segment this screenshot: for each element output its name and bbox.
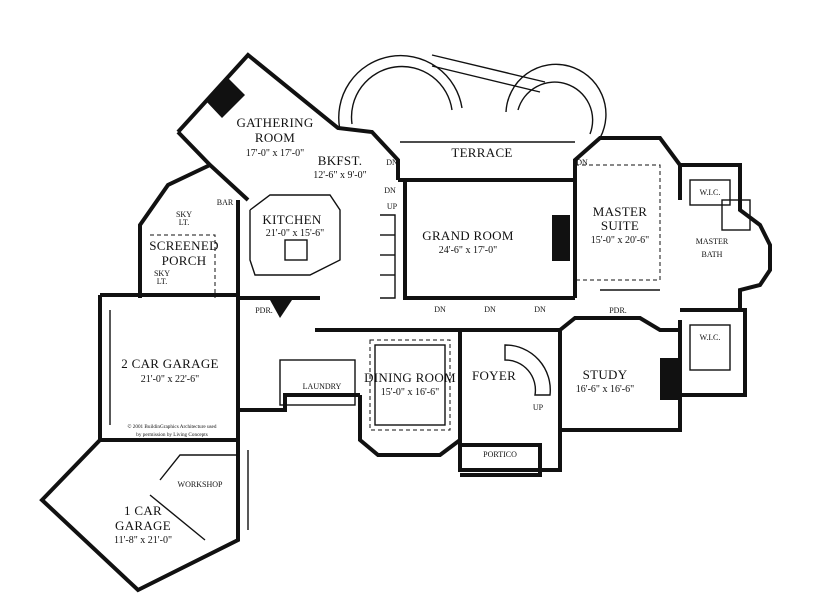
two-car-garage-size: 21'-0" x 22'-6" — [141, 374, 199, 385]
dn-marker: DN — [484, 305, 496, 314]
grand-room-label: GRAND ROOM — [422, 228, 514, 243]
interior-details — [109, 164, 751, 541]
pdr-fixture — [270, 300, 292, 318]
gathering-room-label: GATHERING — [236, 115, 313, 130]
screened-porch-label-line2: PORCH — [162, 253, 207, 268]
dn-marker: DN — [434, 305, 446, 314]
grand-room-fireplace — [552, 215, 570, 261]
dining-room-label: DINING ROOM — [364, 370, 456, 385]
pdr-right-label: PDR. — [609, 306, 627, 315]
terrace-label: TERRACE — [451, 145, 512, 160]
study-size: 16'-6" x 16'-6" — [576, 384, 634, 395]
gathering-room-size: 17'-0" x 17'-0" — [246, 148, 304, 159]
gathering-room-label-line2: ROOM — [255, 130, 295, 145]
dn-marker: DN — [386, 158, 398, 167]
bkfst-label: BKFST. — [318, 153, 363, 168]
one-car-garage-label-line2: GARAGE — [115, 518, 171, 533]
up-marker: UP — [387, 202, 398, 211]
study-fireplace — [660, 358, 678, 400]
copyright-line2: by permission by Living Concepts — [136, 432, 207, 438]
two-car-garage-label: 2 CAR GARAGE — [121, 356, 219, 371]
foyer-label: FOYER — [472, 368, 516, 383]
portico-label: PORTICO — [483, 450, 517, 459]
screened-porch-label: SCREENED — [149, 238, 219, 253]
pdr-left-label: PDR. — [255, 306, 273, 315]
sky-lt-2-label-line2: LT. — [157, 277, 167, 286]
laundry-label: LAUNDRY — [303, 382, 342, 391]
one-car-garage-label: 1 CAR — [124, 503, 162, 518]
sky-lt-2-label: SKY — [154, 269, 170, 278]
master-suite-size: 15'-0" x 20'-6" — [591, 235, 649, 246]
room-labels: GATHERING ROOM 17'-0" x 17'-0" BKFST. 12… — [114, 115, 729, 546]
dn-marker: DN — [576, 158, 588, 167]
dn-marker: DN — [384, 186, 396, 195]
sky-lt-1-label: SKY — [176, 210, 192, 219]
fireplaces — [205, 78, 678, 400]
terrace-arcs — [338, 54, 607, 143]
gathering-fireplace — [205, 78, 245, 118]
master-bath-label: MASTER — [696, 237, 729, 246]
dining-room-size: 15'-0" x 16'-6" — [381, 387, 439, 398]
master-bath-label-line2: BATH — [702, 250, 723, 259]
exterior-walls — [39, 52, 772, 593]
bkfst-size: 12'-6" x 9'-0" — [313, 170, 366, 181]
master-suite-label: MASTER — [593, 204, 648, 219]
stair-markers: DN DN UP DN DN DN DN UP — [384, 158, 588, 412]
wic-bottom-label: W.I.C. — [700, 333, 721, 342]
dn-marker: DN — [534, 305, 546, 314]
wic-top-label: W.I.C. — [700, 188, 721, 197]
up-marker: UP — [533, 403, 544, 412]
kitchen-label: KITCHEN — [262, 212, 321, 227]
one-car-garage-size: 11'-8" x 21'-0" — [114, 535, 172, 546]
copyright-note: © 2001 BuildinGraphics Architecture used… — [128, 423, 217, 438]
bar-label: BAR — [217, 198, 234, 207]
copyright-line1: © 2001 BuildinGraphics Architecture used — [128, 423, 217, 430]
kitchen-size: 21'-0" x 15'-6" — [266, 228, 324, 239]
sky-lt-1-label-line2: LT. — [179, 218, 189, 227]
master-suite-label-line2: SUITE — [601, 218, 639, 233]
study-label: STUDY — [583, 367, 628, 382]
workshop-label: WORKSHOP — [178, 480, 223, 489]
grand-room-size: 24'-6" x 17'-0" — [439, 245, 497, 256]
